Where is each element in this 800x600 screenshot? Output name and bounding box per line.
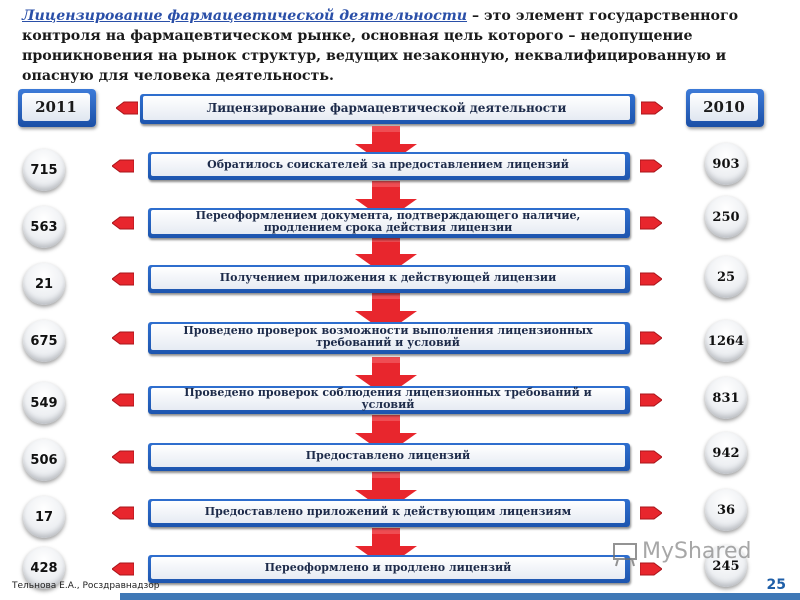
value-2010-circle: 942	[705, 432, 747, 474]
stat-row-bar: Обратилось соискателей за предоставление…	[148, 152, 630, 180]
value-2011-circle: 563	[23, 206, 65, 248]
down-arrow-icon	[355, 181, 417, 221]
left-marker-icon	[112, 331, 134, 345]
year-2011-box: 2011	[18, 89, 96, 127]
intro-paragraph: Лицензирование фармацевтической деятельн…	[22, 6, 782, 86]
right-marker-icon	[640, 562, 662, 576]
stat-row-label: Обратилось соискателей за предоставление…	[151, 154, 625, 176]
board-icon	[613, 543, 637, 567]
stat-row-bar: Предоставлено лицензий	[148, 443, 630, 471]
down-arrow-icon	[355, 126, 417, 166]
down-arrow-icon	[355, 357, 417, 397]
value-2011-circle: 675	[23, 320, 65, 362]
left-marker-icon	[112, 159, 134, 173]
watermark-text: MyShared	[642, 539, 752, 564]
down-arrow-icon	[355, 528, 417, 568]
value-2011-circle: 715	[23, 149, 65, 191]
value-2011-circle: 21	[23, 263, 65, 305]
value-2011-circle: 428	[23, 547, 65, 589]
stat-row-label: Переоформлением документа, подтверждающе…	[151, 210, 625, 234]
year-2011-label: 2011	[22, 93, 90, 121]
stat-row-bar: Предоставлено приложений к действующим л…	[148, 499, 630, 527]
down-arrow-icon	[355, 472, 417, 512]
stat-row-bar: Переоформлением документа, подтверждающе…	[148, 208, 630, 238]
stat-row-bar: Проведено проверок соблюдения лицензионн…	[148, 386, 630, 414]
page-number: 25	[766, 577, 786, 593]
right-marker-icon	[640, 506, 662, 520]
right-marker-icon	[640, 159, 662, 173]
value-2010-circle: 36	[705, 489, 747, 531]
value-2010-circle: 245	[705, 545, 747, 587]
right-marker-icon	[641, 101, 663, 115]
value-2011-circle: 549	[23, 382, 65, 424]
left-marker-icon	[116, 101, 138, 115]
right-marker-icon	[640, 272, 662, 286]
stat-row-label: Получением приложения к действующей лице…	[151, 267, 625, 289]
down-arrow-icon	[355, 415, 417, 455]
right-marker-icon	[640, 393, 662, 407]
stat-row-label: Предоставлено лицензий	[151, 445, 625, 467]
main-title-bar: Лицензирование фармацевтической деятельн…	[140, 94, 635, 124]
left-marker-icon	[112, 450, 134, 464]
left-marker-icon	[112, 216, 134, 230]
value-2010-circle: 903	[705, 143, 747, 185]
value-2010-circle: 250	[705, 196, 747, 238]
left-marker-icon	[112, 506, 134, 520]
right-marker-icon	[640, 331, 662, 345]
right-marker-icon	[640, 450, 662, 464]
year-2010-label: 2010	[690, 93, 758, 121]
right-marker-icon	[640, 216, 662, 230]
left-marker-icon	[112, 393, 134, 407]
value-2010-circle: 831	[705, 377, 747, 419]
stat-row-label: Переоформлено и продлено лицензий	[151, 557, 625, 579]
stat-row-label: Предоставлено приложений к действующим л…	[151, 501, 625, 523]
value-2011-circle: 506	[23, 439, 65, 481]
intro-definition: – это элемент государственного контроля …	[22, 8, 739, 84]
footer: Тельнова Е.А., Росздравнадзор 25	[0, 575, 800, 600]
main-title: Лицензирование фармацевтической деятельн…	[143, 96, 630, 120]
stat-row-label: Проведено проверок возможности выполнени…	[151, 324, 625, 350]
left-marker-icon	[112, 272, 134, 286]
down-arrow-icon	[355, 293, 417, 333]
stat-row-bar: Проведено проверок возможности выполнени…	[148, 322, 630, 354]
intro-term: Лицензирование фармацевтической деятельн…	[22, 8, 468, 24]
footer-author: Тельнова Е.А., Росздравнадзор	[12, 581, 160, 591]
stat-row-label: Проведено проверок соблюдения лицензионн…	[151, 387, 625, 411]
value-2010-circle: 25	[705, 256, 747, 298]
footer-band	[120, 593, 800, 600]
stat-row-bar: Переоформлено и продлено лицензий	[148, 555, 630, 583]
stat-row-bar: Получением приложения к действующей лице…	[148, 265, 630, 293]
value-2011-circle: 17	[23, 496, 65, 538]
left-marker-icon	[112, 562, 134, 576]
year-2010-box: 2010	[686, 89, 764, 127]
value-2010-circle: 1264	[705, 320, 747, 362]
watermark: MyShared	[612, 538, 762, 568]
